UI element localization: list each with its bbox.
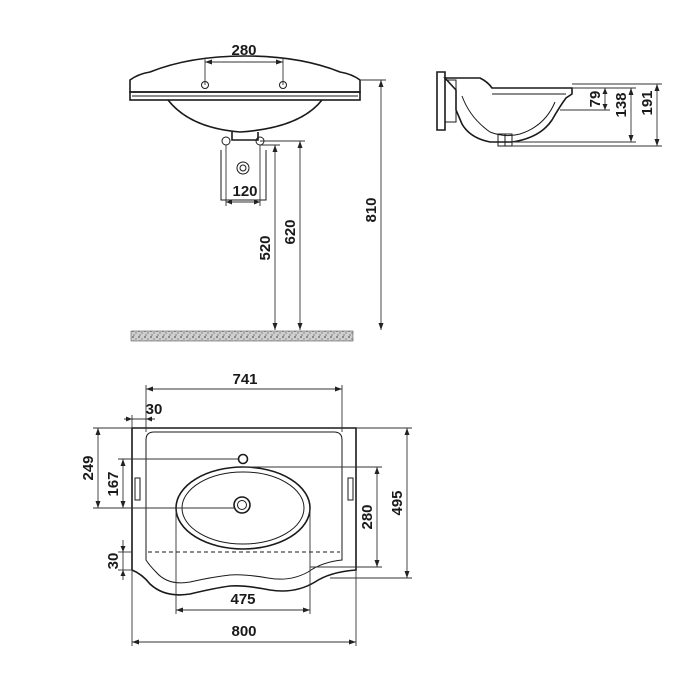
side-basin-body [443, 77, 573, 143]
arrow [132, 639, 139, 645]
arrow [335, 386, 342, 392]
dim-depth-total-label: 249 [80, 455, 97, 480]
top-slot-right [347, 477, 354, 501]
top-drain-outer [233, 496, 251, 514]
front-view: 280 120 520 620 810 [129, 42, 386, 342]
dim-overall-depth-label: 495 [389, 490, 406, 515]
waste-outlet [220, 150, 267, 201]
arrow [628, 135, 634, 142]
arrow [146, 386, 153, 392]
side-view: 79 138 191 [436, 71, 662, 147]
arrow [272, 145, 278, 152]
arrow [628, 88, 634, 95]
dim-tap-spacing-label: 280 [231, 42, 256, 59]
arrow [602, 104, 608, 110]
arrow [272, 323, 278, 330]
arrow [120, 546, 126, 552]
dim-overall-width-label: 800 [231, 623, 256, 640]
side-bowl-inner [461, 95, 556, 137]
dim-tap-to-center-label: 167 [105, 471, 122, 496]
arrow [404, 428, 410, 435]
arrow [374, 467, 380, 474]
arrow [404, 571, 410, 578]
top-outer-outline [131, 427, 357, 596]
arrow [95, 428, 101, 435]
side-wall-bracket [436, 71, 446, 131]
arrow [120, 570, 126, 576]
arrow [146, 416, 152, 422]
arrow [226, 199, 232, 205]
arrow [654, 139, 660, 146]
dim-side-total-depth-label: 191 [639, 90, 656, 115]
arrow [276, 59, 283, 65]
arrow [205, 59, 212, 65]
dim-side-bowl-depth-label: 79 [587, 91, 604, 108]
dim-waste-height-label: 520 [257, 235, 274, 260]
arrow [303, 607, 310, 613]
dim-edge-offset-label: 30 [146, 401, 163, 418]
dim-top-bowl-width-label: 475 [230, 591, 255, 608]
arrow [120, 501, 126, 508]
arrow [378, 323, 384, 330]
top-drain-inner [237, 500, 247, 510]
arrow [95, 501, 101, 508]
arrow [126, 416, 132, 422]
dim-supply-height-label: 620 [282, 219, 299, 244]
top-slot-left [134, 477, 141, 501]
arrow [374, 560, 380, 567]
front-basin-band [129, 91, 361, 101]
dim-front-offset-label: 30 [105, 553, 122, 570]
top-inner-rim [145, 431, 343, 584]
side-bracket-detail [445, 79, 457, 123]
arrow [176, 607, 183, 613]
waste-pipe-inner [239, 164, 247, 172]
dim-side-bowl-height-label: 138 [613, 92, 630, 117]
arrow [602, 88, 608, 94]
top-view: 741 30 249 167 30 280 [80, 371, 412, 646]
arrow [297, 141, 303, 148]
arrow [254, 199, 260, 205]
dim-waste-width-label: 120 [232, 183, 257, 200]
top-tap-hole [237, 453, 249, 465]
waste-pipe-circle [236, 161, 250, 175]
front-basin-rim [129, 55, 361, 93]
arrow [297, 323, 303, 330]
arrow [378, 80, 384, 87]
dim-total-height-label: 810 [363, 197, 380, 222]
front-drain-neck [231, 132, 259, 141]
arrow [120, 459, 126, 466]
supply-point-left [221, 136, 231, 146]
arrow [349, 639, 356, 645]
floor-hatch [130, 330, 354, 342]
front-bowl [167, 99, 323, 133]
dim-top-bowl-depth-label: 280 [359, 504, 376, 529]
arrow [654, 84, 660, 91]
dim-inner-width-label: 741 [232, 371, 257, 388]
